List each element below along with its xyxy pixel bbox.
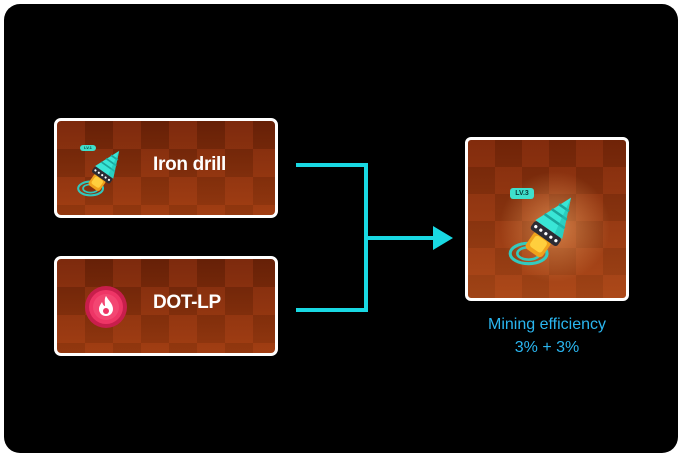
- arrow-head-icon: [433, 226, 453, 250]
- efficiency-value: 3% + 3%: [467, 337, 627, 359]
- efficiency-caption: Mining efficiency: [467, 314, 627, 336]
- drill-icon: [506, 186, 588, 278]
- level-badge: LV.3: [510, 188, 534, 199]
- combine-panel: LV.1 Iron drill DOT-LP: [4, 4, 678, 453]
- result-drill-card[interactable]: LV.3: [465, 137, 629, 301]
